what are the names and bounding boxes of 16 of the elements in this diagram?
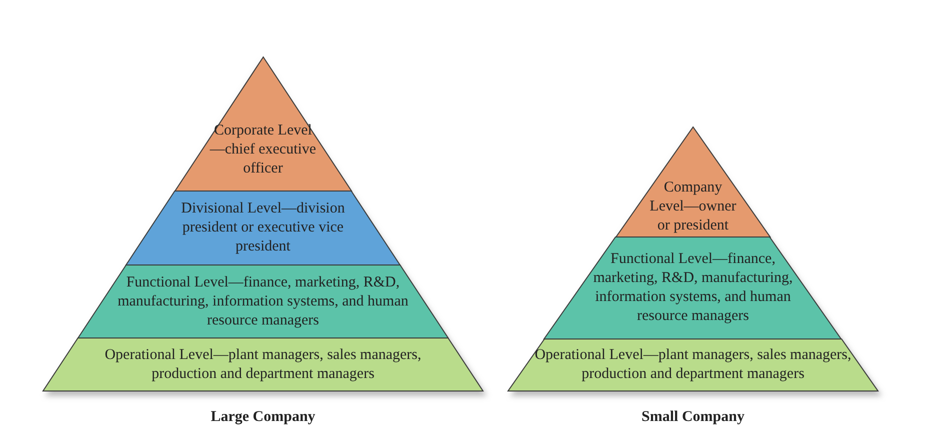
level-text: Functional Level—finance, marketing, R&D, manufacturing, information systems, and human resource managers <box>116 274 410 330</box>
level-text: Functional Level—finance, marketing, R&D, manufacturing, information systems, and human resource managers <box>592 250 794 326</box>
pyramid-caption: Large Company <box>210 408 316 427</box>
pyramid-level <box>616 127 770 237</box>
pyramid-level <box>126 191 400 265</box>
pyramid-level <box>174 57 352 191</box>
pyramid-level <box>43 338 483 391</box>
level-text: Divisional Level—division president or executive vice president <box>180 200 346 256</box>
pyramid-caption: Small Company <box>642 408 744 427</box>
pyramid-level <box>508 339 878 391</box>
level-text: Operational Level—plant managers, sales managers, production and department managers <box>104 346 422 384</box>
level-text: Corporate Level—chief executive officer <box>208 122 318 178</box>
pyramid-level <box>78 265 448 338</box>
level-text: Company Level—owner or president <box>648 178 738 236</box>
pyramid-level <box>544 237 842 339</box>
level-text: Operational Level—plant managers, sales managers, production and department managers <box>534 346 852 384</box>
